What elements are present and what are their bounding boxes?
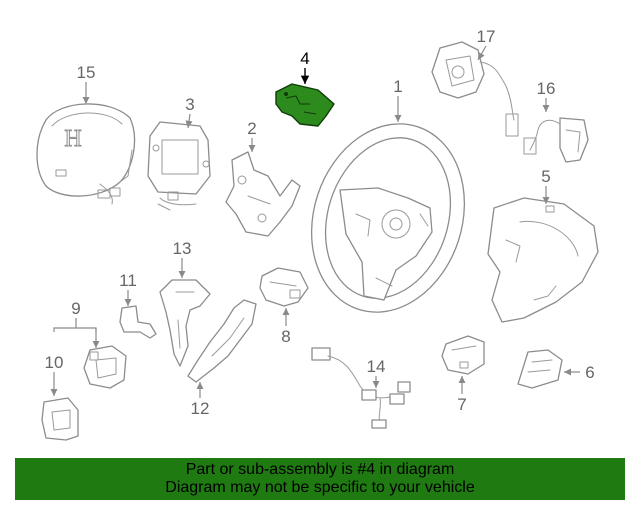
callout-16: 16 — [537, 79, 556, 98]
part-8-switch[interactable] — [259, 267, 309, 307]
callout-13: 13 — [173, 239, 192, 258]
part-12-right-cover[interactable] — [187, 299, 257, 383]
callout-14: 14 — [367, 357, 386, 376]
banner-line-1: Part or sub-assembly is #4 in diagram — [185, 461, 455, 478]
callout-1: 1 — [393, 77, 402, 96]
callout-3: 3 — [185, 95, 194, 114]
callout-6: 6 — [585, 363, 594, 382]
info-banner: Part or sub-assembly is #4 in diagram Di… — [15, 458, 625, 500]
callout-12: 12 — [191, 399, 210, 418]
part-6-trim[interactable] — [517, 349, 563, 389]
part-15-airbag[interactable]: H — [36, 103, 136, 205]
airbag-logo: H — [64, 126, 81, 152]
callout-17: 17 — [477, 27, 496, 46]
part-7-switch[interactable] — [441, 335, 485, 375]
callout-15: 15 — [77, 63, 96, 82]
part-10-switch[interactable] — [41, 397, 79, 441]
part-11-bracket[interactable] — [119, 305, 157, 339]
part-13-left-cover[interactable] — [159, 279, 211, 367]
callout-11: 11 — [119, 271, 137, 290]
callout-8: 8 — [281, 327, 290, 346]
part-1-steering-wheel[interactable] — [288, 104, 488, 332]
part-3-clockspring[interactable] — [147, 121, 211, 211]
callout-7: 7 — [457, 395, 466, 414]
part-9-switch-assy[interactable] — [83, 345, 127, 389]
part-5-rear-cover[interactable] — [487, 197, 599, 323]
callout-2: 2 — [247, 119, 256, 138]
part-14-harness[interactable] — [311, 347, 411, 429]
part-17-switch[interactable] — [431, 41, 519, 137]
part-16-paddle[interactable] — [523, 117, 589, 163]
callout-9: 9 — [71, 299, 80, 318]
part-2-switch-bracket[interactable] — [225, 151, 301, 237]
callout-5: 5 — [541, 167, 550, 186]
callout-4: 4 — [300, 49, 309, 68]
banner-line-2: Diagram may not be specific to your vehi… — [165, 479, 475, 496]
callout-10: 10 — [45, 353, 64, 372]
part-4-highlighted[interactable] — [275, 83, 335, 127]
